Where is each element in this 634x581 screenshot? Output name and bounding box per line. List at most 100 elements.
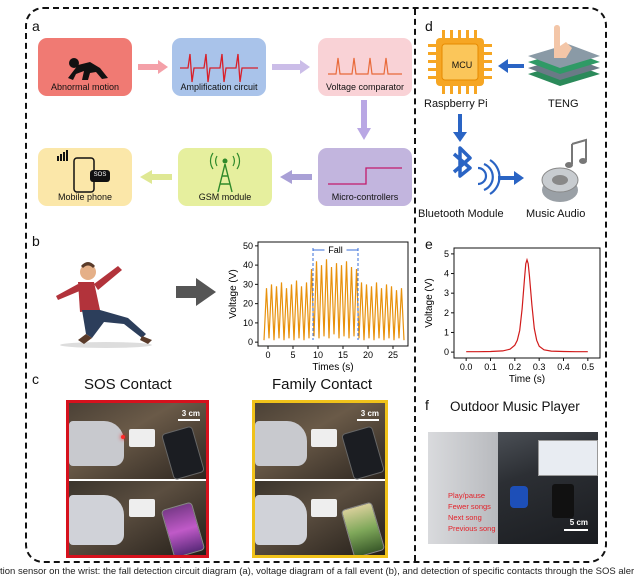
- figure-frame: [25, 7, 607, 563]
- panel-label-a: a: [32, 18, 40, 34]
- arrow-right-icon: [514, 171, 524, 185]
- outdoor-music-title: Outdoor Music Player: [450, 399, 580, 414]
- x-tick-label: 10: [313, 350, 323, 360]
- y-tick-label: 10: [243, 318, 253, 328]
- circuit-board: [311, 429, 337, 447]
- family-contact-title: Family Contact: [272, 376, 373, 393]
- scale-bar: [564, 529, 588, 531]
- micro-controllers-box: Micro-controllers: [318, 148, 412, 206]
- scale-bar: [357, 419, 379, 421]
- voltage-comparator-box: Voltage comparator: [318, 38, 412, 96]
- arrow-left-icon: [280, 170, 292, 184]
- y-tick-label: 3: [444, 288, 449, 298]
- abnormal-motion-label: Abnormal motion: [50, 82, 120, 92]
- x-tick-label: 0.4: [557, 362, 570, 372]
- sos-bubble-text: SOS: [93, 172, 107, 178]
- led-indicator: [121, 435, 125, 439]
- circuit-board: [129, 499, 155, 517]
- wrist-sleeve: [255, 421, 307, 466]
- x-axis-label: Time (s): [509, 374, 545, 385]
- fall-label-bg: [324, 244, 347, 255]
- gsm-module-box: GSM module: [178, 148, 272, 206]
- phone-icon: [57, 150, 110, 193]
- phone-device-calling: [340, 501, 385, 555]
- plot-frame: [453, 247, 601, 359]
- micro-controllers-label: Micro-controllers: [331, 192, 399, 202]
- phone-device-calling: [160, 501, 206, 555]
- panel-label-e: e: [425, 236, 433, 252]
- x-tick-label: 0.1: [484, 362, 497, 372]
- fallen-person-icon: [68, 58, 108, 80]
- y-tick-label: 4: [444, 269, 449, 279]
- scale-label: 3 cm: [360, 409, 379, 418]
- y-tick-label: 50: [243, 241, 253, 251]
- y-tick-label: 2: [444, 308, 449, 318]
- photo-frame-top: [255, 403, 385, 481]
- amplified-signal-icon: [180, 53, 258, 83]
- panel-label-f: f: [425, 397, 429, 413]
- lab-coat-sleeve: [428, 432, 498, 544]
- speaker-device: [552, 484, 574, 518]
- panel-divider: [414, 9, 416, 561]
- y-axis-label: Voltage (V): [424, 278, 435, 327]
- falling-man-illustration: [56, 262, 152, 348]
- amplification-circuit-box: Amplification circuit: [172, 38, 266, 96]
- x-tick-label: 5: [290, 350, 295, 360]
- scale-bar: [178, 419, 200, 421]
- arrow-right-icon: [196, 278, 216, 306]
- fall-annotation: Fall: [328, 245, 343, 255]
- glove-hand: [510, 486, 528, 508]
- photo-frame-bottom: [255, 481, 385, 555]
- scale-label: 5 cm: [569, 518, 588, 527]
- outdoor-music-photo: Play/pause Fewer songs Next song Previou…: [428, 432, 598, 544]
- mcu-label: MCU: [451, 60, 473, 70]
- y-tick-label: 1: [444, 327, 449, 337]
- menu-fewer-songs: Fewer songs: [448, 502, 491, 511]
- arrow-right-icon: [300, 60, 310, 74]
- x-tick-label: 25: [388, 350, 398, 360]
- x-tick-label: 0.3: [533, 362, 546, 372]
- abnormal-motion-box: Abnormal motion: [38, 38, 132, 96]
- music-audio-label: Music Audio: [526, 208, 586, 220]
- scale-label: 3 cm: [181, 409, 200, 418]
- x-axis-label: Times (s): [312, 362, 353, 373]
- bluetooth-module-label: Bluetooth Module: [418, 208, 504, 220]
- x-tick-label: 0.2: [509, 362, 522, 372]
- arrow-left-icon: [498, 59, 508, 73]
- control-menu: Play/pause Fewer songs Next song Previou…: [448, 490, 496, 534]
- menu-play-pause: Play/pause: [448, 491, 486, 500]
- y-tick-label: 5: [444, 249, 449, 259]
- data-line: [263, 259, 405, 341]
- y-tick-label: 20: [243, 299, 253, 309]
- circuit-board: [129, 429, 155, 447]
- arrow-down-icon: [453, 132, 467, 142]
- y-tick-label: 30: [243, 279, 253, 289]
- teng-label: TENG: [548, 98, 579, 110]
- y-tick-label: 40: [243, 260, 253, 270]
- voltage-comparator-label: Voltage comparator: [325, 82, 405, 92]
- family-contact-photo: 3 cm: [252, 400, 388, 558]
- y-tick-label: 0: [444, 347, 449, 357]
- bluetooth-icon: [452, 146, 501, 195]
- panel-label-c: c: [32, 371, 39, 387]
- sos-contact-photo: 3 cm: [66, 400, 209, 558]
- menu-next-song: Next song: [448, 513, 482, 522]
- comparator-signal-icon: [328, 57, 402, 75]
- monitor-screen: [538, 440, 598, 476]
- arrow-right-icon: [158, 60, 168, 74]
- sos-contact-title: SOS Contact: [84, 376, 172, 393]
- wrist-sleeve: [69, 495, 124, 545]
- y-axis-label: Voltage (V): [228, 269, 239, 318]
- teng-layers-icon: [528, 25, 600, 86]
- gsm-module-label: GSM module: [198, 192, 252, 202]
- wrist-sleeve: [255, 495, 307, 545]
- phone-device: [161, 425, 205, 481]
- arrow-down-icon: [357, 128, 371, 140]
- x-tick-label: 0.5: [582, 362, 595, 372]
- mobile-phone-label: Mobile phone: [57, 192, 113, 202]
- figure-caption: tion sensor on the wrist: the fall detec…: [0, 566, 634, 577]
- antenna-icon: [209, 152, 241, 193]
